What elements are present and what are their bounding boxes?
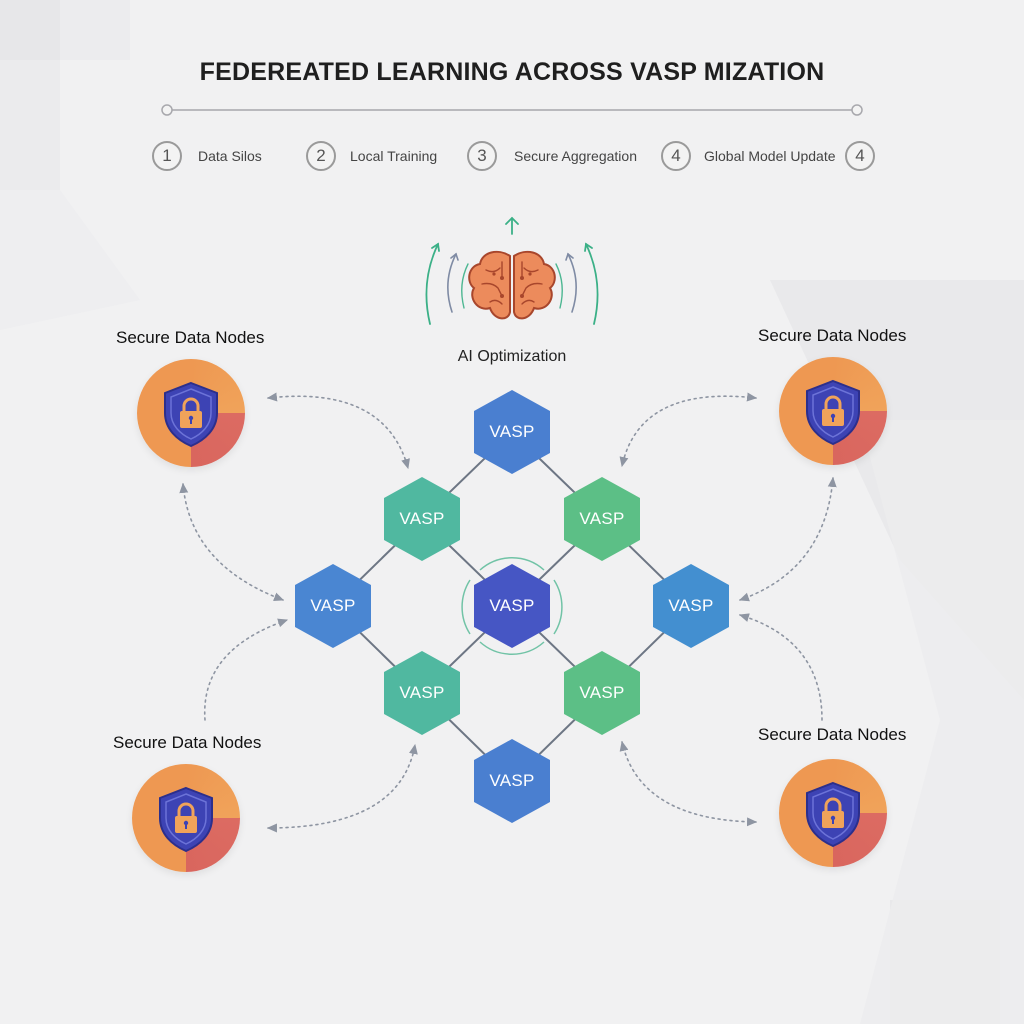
vasp-node-right: VASP	[653, 564, 729, 648]
background-block	[0, 60, 60, 190]
step-number-4-end: 4	[845, 141, 875, 171]
ai-optimization-graphic	[425, 216, 599, 325]
vasp-node-lower-right: VASP	[564, 651, 640, 735]
step-label-data-silos: Data Silos	[198, 148, 262, 164]
secure-data-node-top-left	[137, 359, 245, 467]
secure-data-node-top-right	[779, 357, 887, 465]
step-number-4: 4	[661, 141, 691, 171]
step-label-global-model-update: Global Model Update	[704, 148, 836, 164]
shield-lock-icon	[805, 379, 861, 446]
ai-optimization-label: AI Optimization	[457, 348, 567, 365]
timeline	[161, 104, 863, 116]
background-block	[0, 0, 60, 60]
secure-data-node-bottom-left	[132, 764, 240, 872]
secure-node-title-top-right: Secure Data Nodes	[758, 326, 907, 345]
vasp-node-upper-right: VASP	[564, 477, 640, 561]
step-number-2: 2	[306, 141, 336, 171]
shield-lock-icon	[158, 786, 214, 853]
brain-icon	[468, 250, 556, 320]
step-number-1: 1	[152, 141, 182, 171]
background-block	[60, 0, 130, 60]
secure-node-title-top-left: Secure Data Nodes	[116, 328, 265, 347]
step-number-3: 3	[467, 141, 497, 171]
secure-node-title-bottom-right: Secure Data Nodes	[758, 725, 907, 744]
page-title: FEDEREATED LEARNING ACROSS VASP MIZATION	[199, 58, 825, 86]
step-label-local-training: Local Training	[350, 148, 438, 164]
step-label-secure-aggregation: Secure Aggregation	[514, 148, 637, 164]
secure-node-title-bottom-left: Secure Data Nodes	[113, 733, 262, 752]
shield-lock-icon	[805, 781, 861, 848]
shield-lock-icon	[163, 381, 219, 448]
secure-data-node-bottom-right	[779, 759, 887, 867]
